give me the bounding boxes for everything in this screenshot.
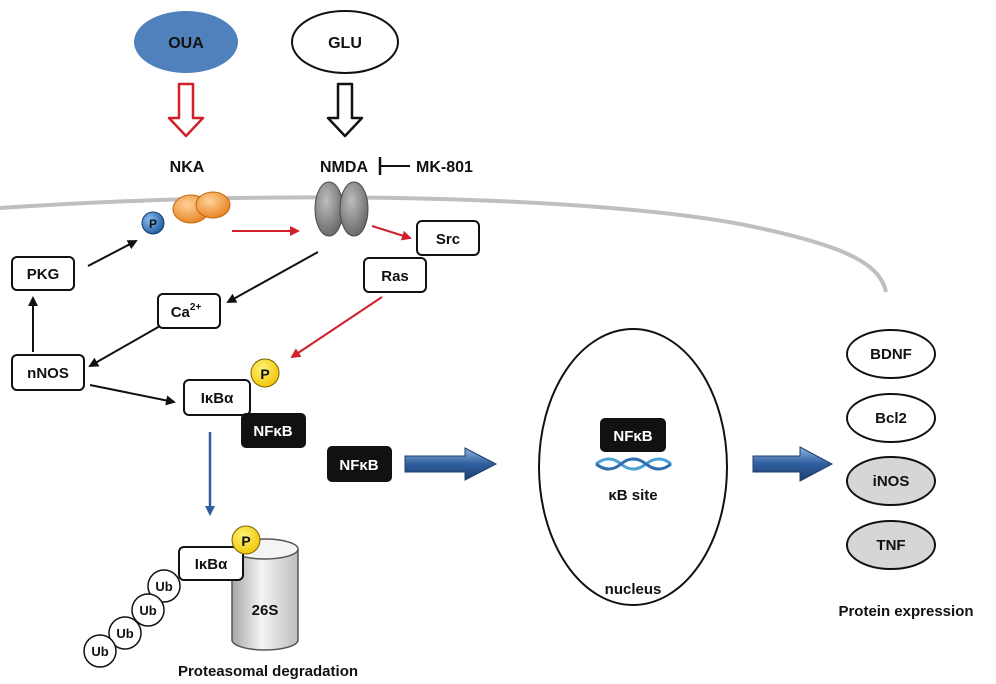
svg-text:Ub: Ub: [91, 644, 108, 659]
svg-text:IκBα: IκBα: [201, 390, 234, 407]
nfkb-complex-box: NFκB: [241, 413, 306, 448]
ikba-box: IκBα: [183, 379, 251, 416]
ubiquitin-chain: Ub Ub Ub Ub: [83, 569, 181, 668]
svg-text:iNOS: iNOS: [873, 473, 910, 490]
ubiquitin-3: Ub: [108, 616, 142, 650]
svg-text:BDNF: BDNF: [870, 346, 912, 363]
svg-text:TNF: TNF: [876, 537, 905, 554]
nka-phospho-badge: P: [141, 211, 165, 235]
nucleus: NFκB κB site nucleus: [538, 328, 728, 606]
svg-text:Ub: Ub: [155, 579, 172, 594]
nucleus-nfkb-box: [600, 418, 666, 452]
dna-helix-icon: [595, 457, 672, 471]
svg-text:PKG: PKG: [27, 266, 60, 283]
ubiquitin-2: Ub: [131, 593, 165, 627]
oua-activation-arrow: [167, 82, 205, 138]
svg-text:P: P: [149, 217, 157, 231]
nucleus-to-protein-arrow: [752, 446, 834, 482]
svg-text:Ca2+: Ca2+: [171, 302, 202, 321]
nfkb-to-nucleus-arrow: [404, 447, 498, 481]
nmda-to-calcium-arrow: [226, 251, 319, 303]
glu-node: GLU: [291, 10, 399, 74]
ubiquitin-4: Ub: [83, 634, 117, 668]
svg-text:Bcl2: Bcl2: [875, 410, 907, 427]
nka-pump: [172, 191, 231, 224]
nnos-to-ikba-arrow: [89, 384, 176, 406]
protein-bcl2: Bcl2: [846, 393, 936, 443]
protein-tnf: TNF: [846, 520, 936, 570]
svg-text:26S: 26S: [252, 602, 279, 619]
nucleus-label: nucleus: [605, 581, 662, 598]
calcium-to-nnos-arrow: [88, 325, 161, 367]
degradation-ikba-box: IκBα: [178, 546, 244, 581]
svg-text:Ub: Ub: [139, 603, 156, 618]
svg-text:Src: Src: [436, 231, 460, 248]
nka-label: NKA: [170, 159, 205, 176]
mk801-inhibition: [378, 157, 410, 175]
svg-text:Ras: Ras: [381, 268, 409, 285]
pkg-to-nka-arrow: [87, 240, 138, 267]
svg-text:IκBα: IκBα: [195, 556, 228, 573]
mk801-label: MK-801: [416, 159, 473, 176]
svg-text:NFκB: NFκB: [253, 423, 292, 440]
svg-text:P: P: [241, 533, 250, 549]
kb-site-label: κB site: [608, 487, 657, 504]
glu-label: GLU: [328, 35, 362, 52]
nucleus-nfkb-label: NFκB: [613, 428, 652, 445]
nfkb-free-box: NFκB: [327, 446, 392, 482]
svg-text:Ub: Ub: [116, 626, 133, 641]
glu-activation-arrow: [326, 82, 364, 138]
ras-box: Ras: [363, 257, 427, 293]
ubiquitin-1: Ub: [147, 569, 181, 603]
protein-inos: iNOS: [846, 456, 936, 506]
degradation-caption: Proteasomal degradation: [178, 663, 358, 680]
oua-node: OUA: [134, 11, 238, 73]
ikba-phospho-badge: P: [250, 358, 280, 388]
calcium-box: Ca2+: [157, 293, 221, 329]
nmda-label: NMDA: [320, 159, 368, 176]
nmda-receptor: [314, 181, 369, 237]
oua-label: OUA: [168, 35, 204, 52]
svg-text:NFκB: NFκB: [339, 457, 378, 474]
src-box: Src: [416, 220, 480, 256]
protein-bdnf: BDNF: [846, 329, 936, 379]
nmda-to-src-arrow: [371, 225, 412, 241]
nnos-box: nNOS: [11, 354, 85, 391]
svg-text:P: P: [260, 366, 269, 382]
pkg-box: PKG: [11, 256, 75, 291]
ras-to-ikba-arrow: [290, 296, 383, 359]
degradation-phospho-badge: P: [231, 525, 261, 555]
svg-text:nNOS: nNOS: [27, 365, 69, 382]
protein-expression-label: Protein expression: [838, 603, 973, 620]
